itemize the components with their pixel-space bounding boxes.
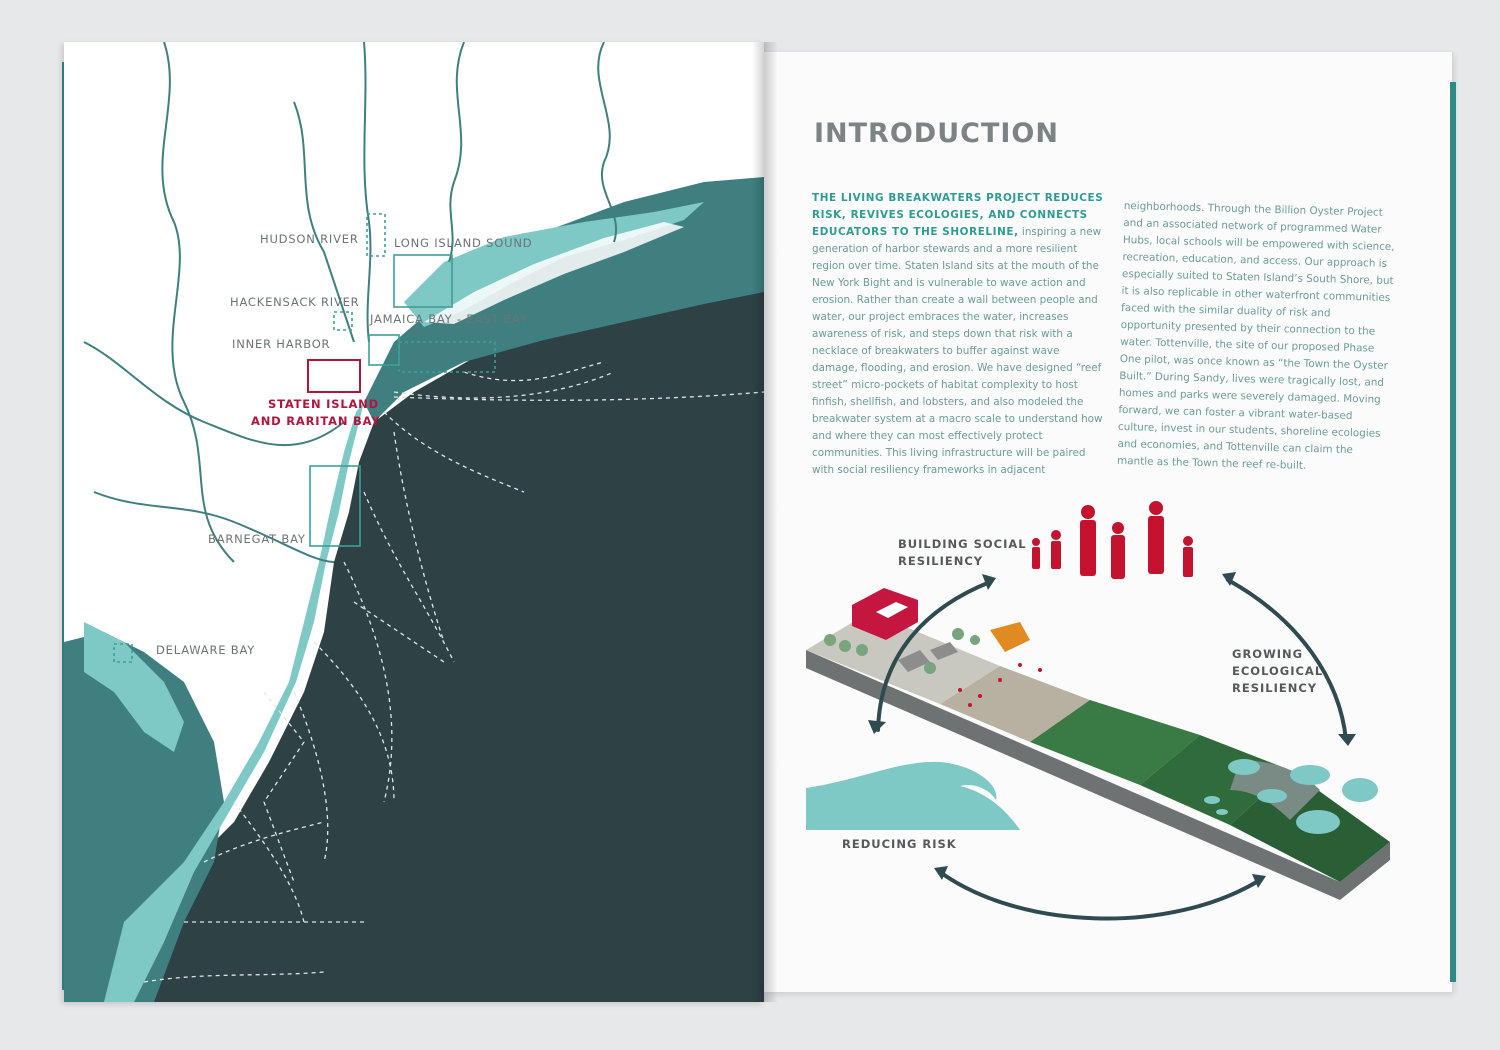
- label-staten-island: STATEN ISLAND: [268, 397, 379, 411]
- label-long-island-sound: LONG ISLAND SOUND: [394, 236, 533, 250]
- label-building-social-resiliency: BUILDING SOCIAL RESILIENCY: [898, 536, 1027, 570]
- book-gutter: [752, 42, 778, 1002]
- dashed-routes: [143, 361, 764, 983]
- column-1-text: inspiring a new generation of harbor ste…: [812, 226, 1103, 476]
- right-page-edge: [1450, 82, 1456, 982]
- ocean: [104, 182, 764, 1002]
- shelf-band: [64, 632, 224, 1002]
- site-model: [806, 588, 1390, 900]
- beach-figures: [958, 663, 1042, 707]
- page-title: INTRODUCTION: [814, 118, 1059, 149]
- eco-line-3: RESILIENCY: [1232, 681, 1318, 695]
- delaware-bay: [84, 622, 184, 752]
- regional-map: [64, 42, 764, 1002]
- label-growing-ecological-resiliency: GROWING ECOLOGICAL RESILIENCY: [1232, 646, 1323, 697]
- eco-line-2: ECOLOGICAL: [1232, 664, 1324, 678]
- label-inner-harbor: INNER HARBOR: [232, 337, 331, 351]
- long-island-inner: [424, 222, 684, 324]
- trees: [824, 628, 980, 674]
- wave-graphic: [806, 761, 1020, 830]
- label-raritan-bay: AND RARITAN BAY: [251, 414, 381, 428]
- label-delaware-bay: DELAWARE BAY: [156, 643, 256, 657]
- cycle-arrows: [876, 578, 1348, 921]
- map-page: HUDSON RIVER LONG ISLAND SOUND HACKENSAC…: [64, 42, 764, 1002]
- label-hackensack-river: HACKENSACK RIVER: [230, 295, 360, 309]
- label-reducing-risk: REDUCING RISK: [842, 837, 957, 851]
- coast-shallow: [104, 402, 364, 1002]
- lead-text: THE LIVING BREAKWATERS PROJECT REDUCES R…: [812, 192, 1104, 238]
- people-icons: [1032, 501, 1193, 579]
- arrow-heads: [868, 572, 1356, 888]
- social-line-2: RESILIENCY: [898, 554, 984, 568]
- label-hudson-river: HUDSON RIVER: [260, 232, 359, 246]
- body-column-1: THE LIVING BREAKWATERS PROJECT REDUCES R…: [812, 190, 1104, 479]
- fish-silhouettes: [1204, 759, 1378, 834]
- social-line-1: BUILDING SOCIAL: [898, 537, 1027, 551]
- shelf-band-north: [364, 177, 764, 422]
- rivers: [83, 42, 617, 563]
- label-barnegat-bay: BARNEGAT BAY: [208, 532, 306, 546]
- study-boxes: [113, 213, 496, 663]
- label-jamaica-bay: JAMAICA BAY - EAST BAY: [370, 312, 528, 326]
- eco-line-1: GROWING: [1232, 647, 1304, 661]
- staten-island-box: [307, 359, 361, 393]
